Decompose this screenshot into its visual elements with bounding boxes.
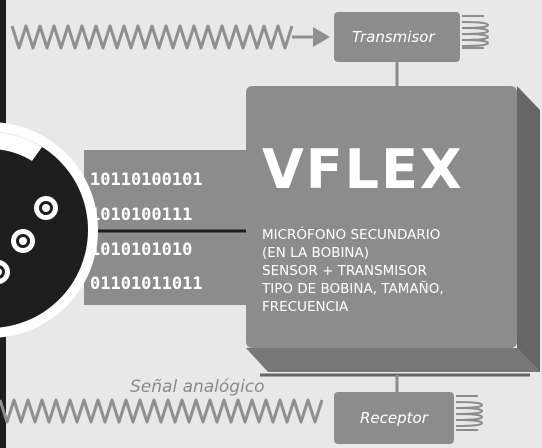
device-description: MICRÓFONO SECUNDARIO (EN LA BOBINA) SENS…: [262, 226, 444, 316]
device-desc-line: (EN LA BOBINA): [262, 245, 370, 261]
analog-signal-label: Señal analógico: [130, 377, 265, 397]
device-title: VFLEX: [262, 138, 464, 201]
receiver-label: Receptor: [360, 409, 428, 427]
transmitter-box: [334, 12, 460, 62]
device-desc-line: MICRÓFONO SECUNDARIO: [262, 227, 441, 243]
receiver-coil-icon: [455, 395, 484, 431]
top-wave-signal-icon: [10, 24, 294, 50]
device-box-bottom: [246, 348, 540, 372]
device-desc-line: TIPO DE BOBINA, TAMAÑO,: [262, 281, 444, 297]
binary-line-1: 10110100101: [90, 170, 203, 190]
xlr-connector-icon: [0, 122, 98, 338]
device-box-side: [517, 86, 540, 372]
binary-line-3: 1010101010: [90, 240, 193, 260]
transmitter-label: Transmisor: [352, 28, 435, 46]
receiver-box: [334, 392, 454, 444]
device-desc-line: FRECUENCIA: [262, 299, 349, 315]
binary-line-4: 01101011011: [90, 274, 203, 294]
top-arrow-icon: [313, 27, 330, 47]
device-desc-line: SENSOR + TRANSMISOR: [262, 263, 427, 279]
binary-line-2: 1010100111: [90, 205, 193, 225]
binary-data-band: [84, 150, 264, 305]
device-box: [246, 86, 517, 348]
transmitter-coil-icon: [461, 15, 490, 49]
bottom-wave-signal-icon: [0, 398, 324, 424]
